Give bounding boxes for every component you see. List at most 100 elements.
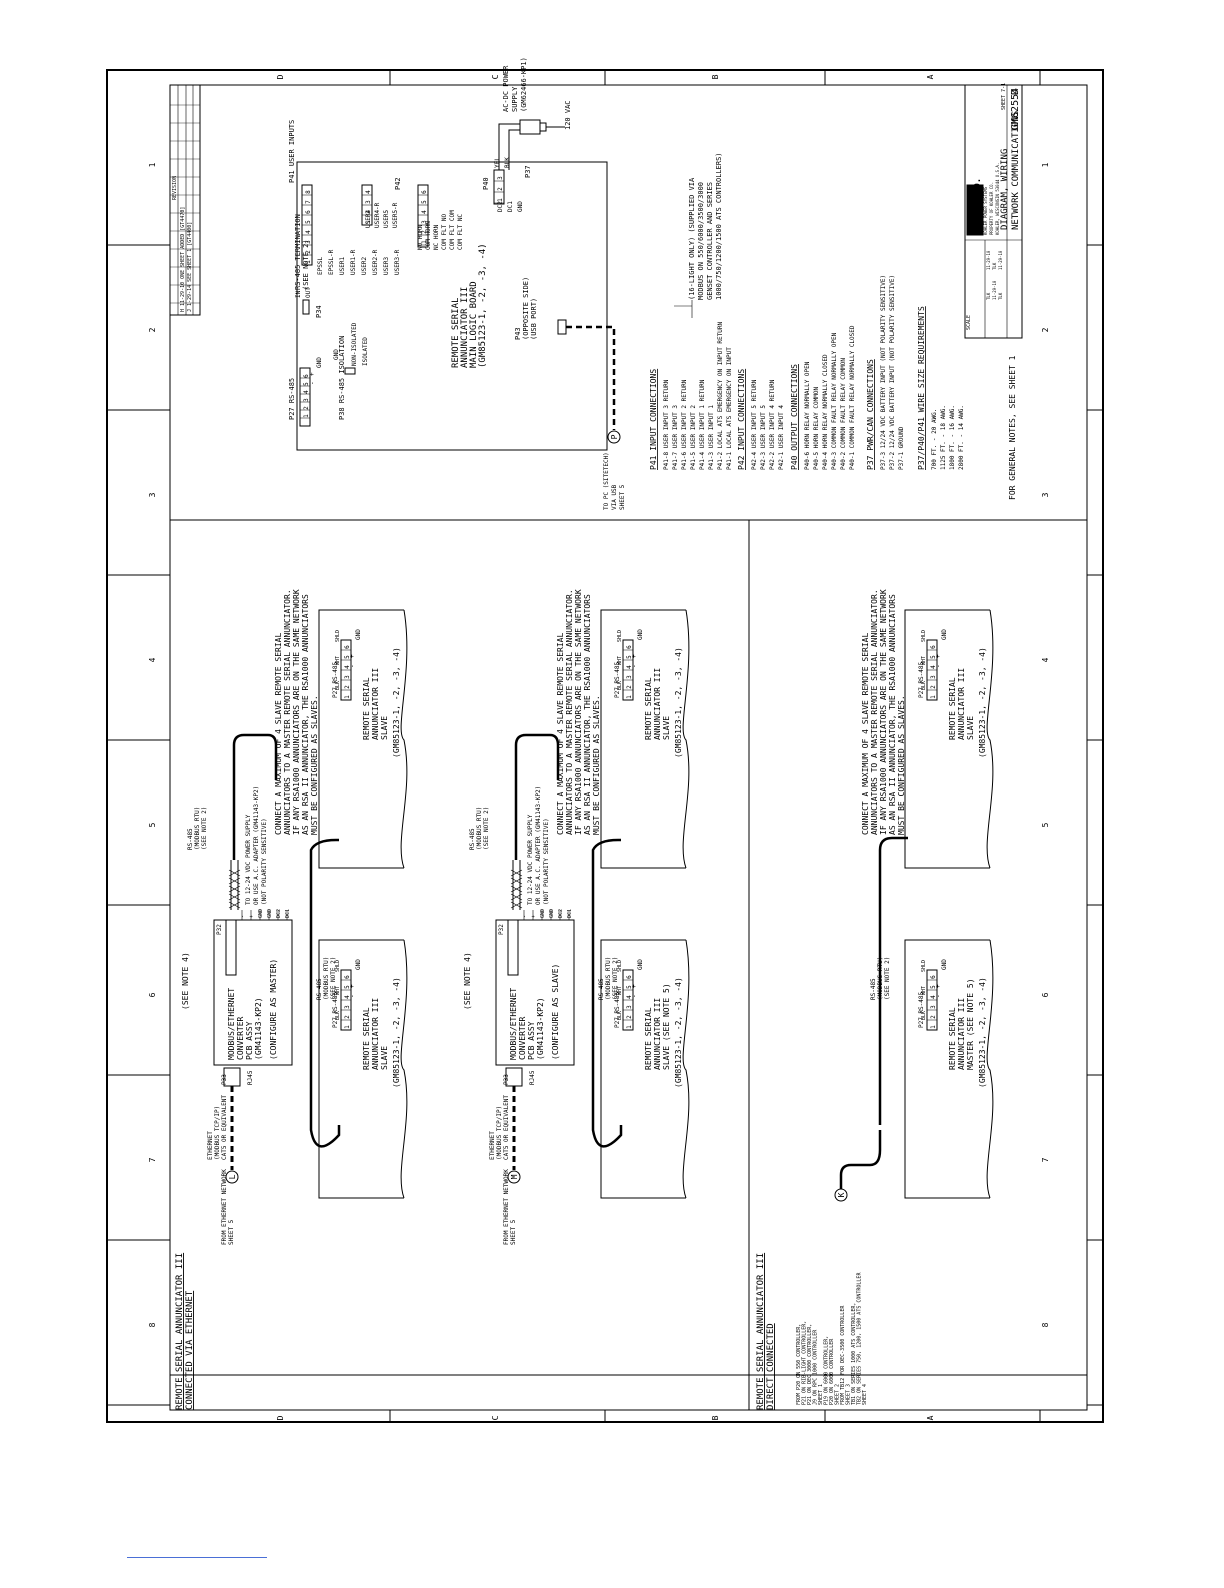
p27-pin-number: 3 [344, 1005, 351, 1009]
connection-list-item: P41-7 USER INPUT 3 [672, 405, 679, 470]
connection-list-item: P42-3 USER INPUT 5 [760, 405, 767, 470]
twisted-pair [510, 869, 523, 877]
wire-label: BLK [335, 1011, 341, 1020]
annunciator-outline [318, 939, 404, 1199]
direct-section-title: DIRECT CONNECTED [766, 1323, 776, 1410]
p40-pin-label: COM FLT NO [441, 213, 448, 250]
revision-row: J 1-29-14 SEE SHEET 1 [GT4400] [187, 222, 193, 312]
p40-pin-label: NC HORN [433, 224, 440, 250]
p27-pin-number: 6 [626, 645, 633, 649]
p32-connector [507, 919, 519, 976]
ac-dc-power-supply [519, 119, 541, 135]
pin-label: GND [355, 629, 362, 640]
connection-list-title: P40 OUTPUT CONNECTIONS [790, 364, 799, 470]
wire-color-label: YEL [494, 157, 501, 168]
wire-label: SHLD [335, 960, 341, 972]
daisy-chain-cable [309, 838, 341, 1148]
pin-label: GND [355, 959, 362, 970]
zone-letter: B [711, 74, 720, 79]
p42-pin-number: 4 [365, 190, 372, 194]
p38-label: P38 RS-485 ISOLATION [338, 336, 346, 420]
p27-pin-number: 1 [930, 1025, 937, 1029]
connection-list-item: P37-3 12/24 VDC BATTERY INPUT (NOT POLAR… [880, 275, 887, 470]
annunciator-model: (GM85123-1, -2, -3, -4) [978, 977, 987, 1088]
connection-list-item: P40-5 HORN RELAY COMMON [813, 387, 820, 470]
annunciator-name: REMOTE SERIAL [644, 677, 653, 740]
direct-from-item: SHEET 4 [862, 1384, 868, 1405]
p42-pin-label: USER5-R [392, 202, 399, 228]
annunciator-name: REMOTE SERIAL [644, 1007, 653, 1070]
p27-pin-number: 6 [344, 975, 351, 979]
rs485-label: (SEE NOTE 2) [201, 807, 208, 850]
wire-label: BLK [335, 681, 341, 690]
annunciator-name: REMOTE SERIAL [948, 677, 957, 740]
pin-label: - [631, 994, 638, 998]
p27-pin-number: 5 [626, 985, 633, 989]
p27-pin-number: 6 [930, 645, 937, 649]
p37-label: P37 [524, 165, 532, 178]
p27-pin-number: 1 [344, 1025, 351, 1029]
p27-pin-label: GND [316, 357, 323, 368]
from-network-label: FROM ETHERNET NETWORK [221, 1169, 228, 1245]
converter-config: (CONFIGURE AS MASTER) [269, 959, 278, 1060]
p40-pin-label: COM FLT COM [449, 210, 456, 250]
converter-pin-label: + [249, 915, 255, 918]
revision-table [169, 84, 201, 316]
connection-list-item: P41-1 LOCAL ATS EMERGENCY ON INPUT [726, 347, 733, 470]
annunciator-wavy-edge [986, 609, 994, 869]
wire-label: SHLD [617, 630, 623, 642]
network-note: IF ANY RSA1000 ANNUNCIATORS ARE ON THE S… [879, 589, 888, 835]
p32-connector [225, 919, 237, 976]
wire-label: WHT [921, 656, 927, 665]
pin-label: - [349, 664, 356, 668]
ethernet-section-title: CONNECTED VIA ETHERNET [185, 1290, 195, 1410]
p27-pin-number: 6 [344, 645, 351, 649]
converter-pin-label: DC2 [276, 909, 282, 918]
isolated-label: ISOLATED [362, 337, 369, 366]
p27-pin-number: 2 [344, 1015, 351, 1019]
p27-pin-number: 1 [344, 695, 351, 699]
ats-note: GENSET CONTROLLER AND SERIES [706, 182, 714, 300]
p27-pin-number: 1 [303, 414, 310, 418]
direct-daisy-chain [878, 836, 908, 1125]
converter-label: CONVERTER [518, 1016, 527, 1060]
zone-number: 5 [1041, 822, 1050, 827]
p33-label: P33 [503, 1074, 510, 1085]
ats-note: 1000/750/1200/1500 ATS CONTROLLERS) [715, 152, 723, 300]
p41-pin-number: 8 [305, 190, 312, 194]
twisted-pair [228, 893, 241, 901]
ats-bracket [674, 300, 693, 318]
p27-pin-number: 2 [930, 685, 937, 689]
from-network-label: SHEET 5 [228, 1219, 235, 1245]
wire-label: SHLD [617, 960, 623, 972]
p40-connector [417, 184, 429, 248]
p27-pin-label: + [309, 372, 316, 376]
zone-number: 2 [1041, 327, 1050, 332]
converter-label: (GM41143-KP2) [536, 997, 545, 1060]
direct-from-item: P19 ON 6000 CONTROLLER, [824, 1336, 830, 1405]
converter-label: PCB ASSY [245, 1021, 254, 1060]
direct-from-item: SHEET 2 [835, 1384, 841, 1405]
zone-number: 7 [1041, 1157, 1050, 1162]
pin-label: + [349, 654, 356, 658]
p40-pin-number: 2 [421, 230, 428, 234]
p27-pin-number: 4 [930, 995, 937, 999]
p27-label: P27 RS-485 [918, 991, 925, 1028]
annunciator-name: ANNUNCIATOR III [653, 998, 662, 1070]
rj45-label: RJ45 [247, 1070, 254, 1085]
pin-label: + [935, 654, 942, 658]
p27-pin-number: 6 [626, 975, 633, 979]
rs485-label: (SEE NOTE 2) [884, 957, 891, 1000]
annunciator-model: (GM85123-1, -2, -3, -4) [392, 977, 401, 1088]
drawing-title: DIAGRAM, WIRING [1000, 149, 1010, 230]
direct-from-item: FROM TB12 FOR DEC-3500 CONTROLLER [840, 1305, 846, 1405]
rs485-label: RS-485 [187, 828, 194, 850]
